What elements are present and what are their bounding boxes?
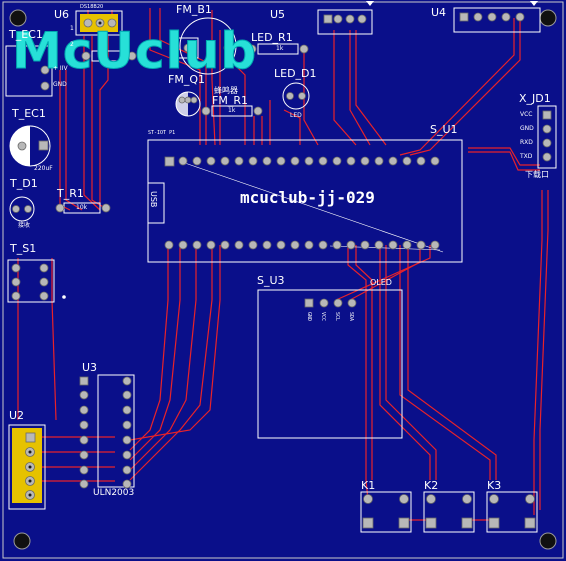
mount-hole-br [539, 532, 557, 550]
label-u4: U4 [431, 6, 447, 19]
label-led-r1-val: 1k [276, 45, 284, 52]
label-oled-pin-scl: SCL [334, 312, 340, 322]
label-u6: U6 [54, 8, 70, 21]
pads [11, 12, 552, 529]
label-s-u1: S_U1 [430, 123, 458, 136]
label-fm-q1: FM_Q1 [168, 73, 205, 86]
label-u6-pin-1: 1 [70, 25, 74, 32]
label-u2: U2 [9, 409, 25, 422]
label-x-jd1-pin-rxd: RXD [520, 139, 533, 146]
label-t-d1: T_D1 [10, 177, 38, 190]
label-t-s1: T_S1 [10, 242, 37, 255]
label-s-u1-small: ST-IOT P1 [148, 130, 176, 136]
label-s-u3: S_U3 [257, 274, 285, 287]
silk-lines [181, 161, 444, 253]
s-u1-bottom-pins [164, 240, 440, 250]
mcuclub-logo: McUclub [11, 22, 258, 80]
silkscreen [5, 7, 557, 533]
label-oled: OLED [370, 278, 392, 287]
label-k1: K1 [361, 479, 376, 492]
label-x-jd1-pin-gnd: GND [520, 125, 534, 132]
label-u6-pin-2: 2 [70, 41, 74, 48]
label-t-r1-val: 10k [76, 204, 88, 211]
label-t-r1: T_R1 [57, 187, 84, 200]
label-fm-q1-note: 蜂鸣器 [214, 86, 238, 95]
label-t-ec1-val: 220uF [34, 165, 53, 172]
label-u3: U3 [82, 361, 98, 374]
board-title: mcuclub-jj-029 [240, 188, 375, 207]
label-led-d1: LED_D1 [274, 67, 317, 80]
label-x-jd1-pin-vcc: VCC [520, 111, 533, 118]
mount-hole-tr [539, 9, 557, 27]
s-u1-top-pins [164, 156, 440, 167]
label-x-jd1-pin-txd: TXD [520, 153, 533, 160]
label-led-d1-note: LED [290, 112, 302, 119]
label-u5: U5 [270, 8, 286, 21]
label-t-ec1-top: T_EC1 [9, 28, 43, 41]
label-u6-part: DS18B20 [80, 4, 104, 10]
label-t-ec1-top-note-2: GND [53, 81, 67, 88]
label-led-r1: LED_R1 [251, 31, 293, 44]
label-uln2003: ULN2003 [93, 488, 135, 498]
label-oled-pin-sda: SDA [348, 312, 354, 322]
label-x-jd1-note: 下载口 [525, 170, 549, 179]
label-oled-pin-gnd: GND [306, 312, 312, 322]
drill-holes [28, 21, 102, 497]
mount-hole-tl [9, 9, 27, 27]
label-fm-b1: FM_B1 [176, 3, 212, 16]
label-oled-pin-vcc: VCC [320, 312, 326, 322]
label-fm-r1-val: 1k [228, 107, 236, 114]
label-k2: K2 [424, 479, 439, 492]
mount-hole-bl [13, 532, 31, 550]
label-t-d1-note: 接收 [18, 222, 31, 229]
label-t-ec1-top-note-1: + IIV [53, 65, 68, 72]
label-t-ec1: T_EC1 [12, 107, 46, 120]
label-fm-r1: FM_R1 [212, 94, 248, 107]
mounting-holes [9, 9, 557, 550]
label-s-u1-usb: USB [149, 191, 158, 208]
label-x-jd1: X_JD1 [519, 92, 551, 105]
label-k3: K3 [487, 479, 502, 492]
